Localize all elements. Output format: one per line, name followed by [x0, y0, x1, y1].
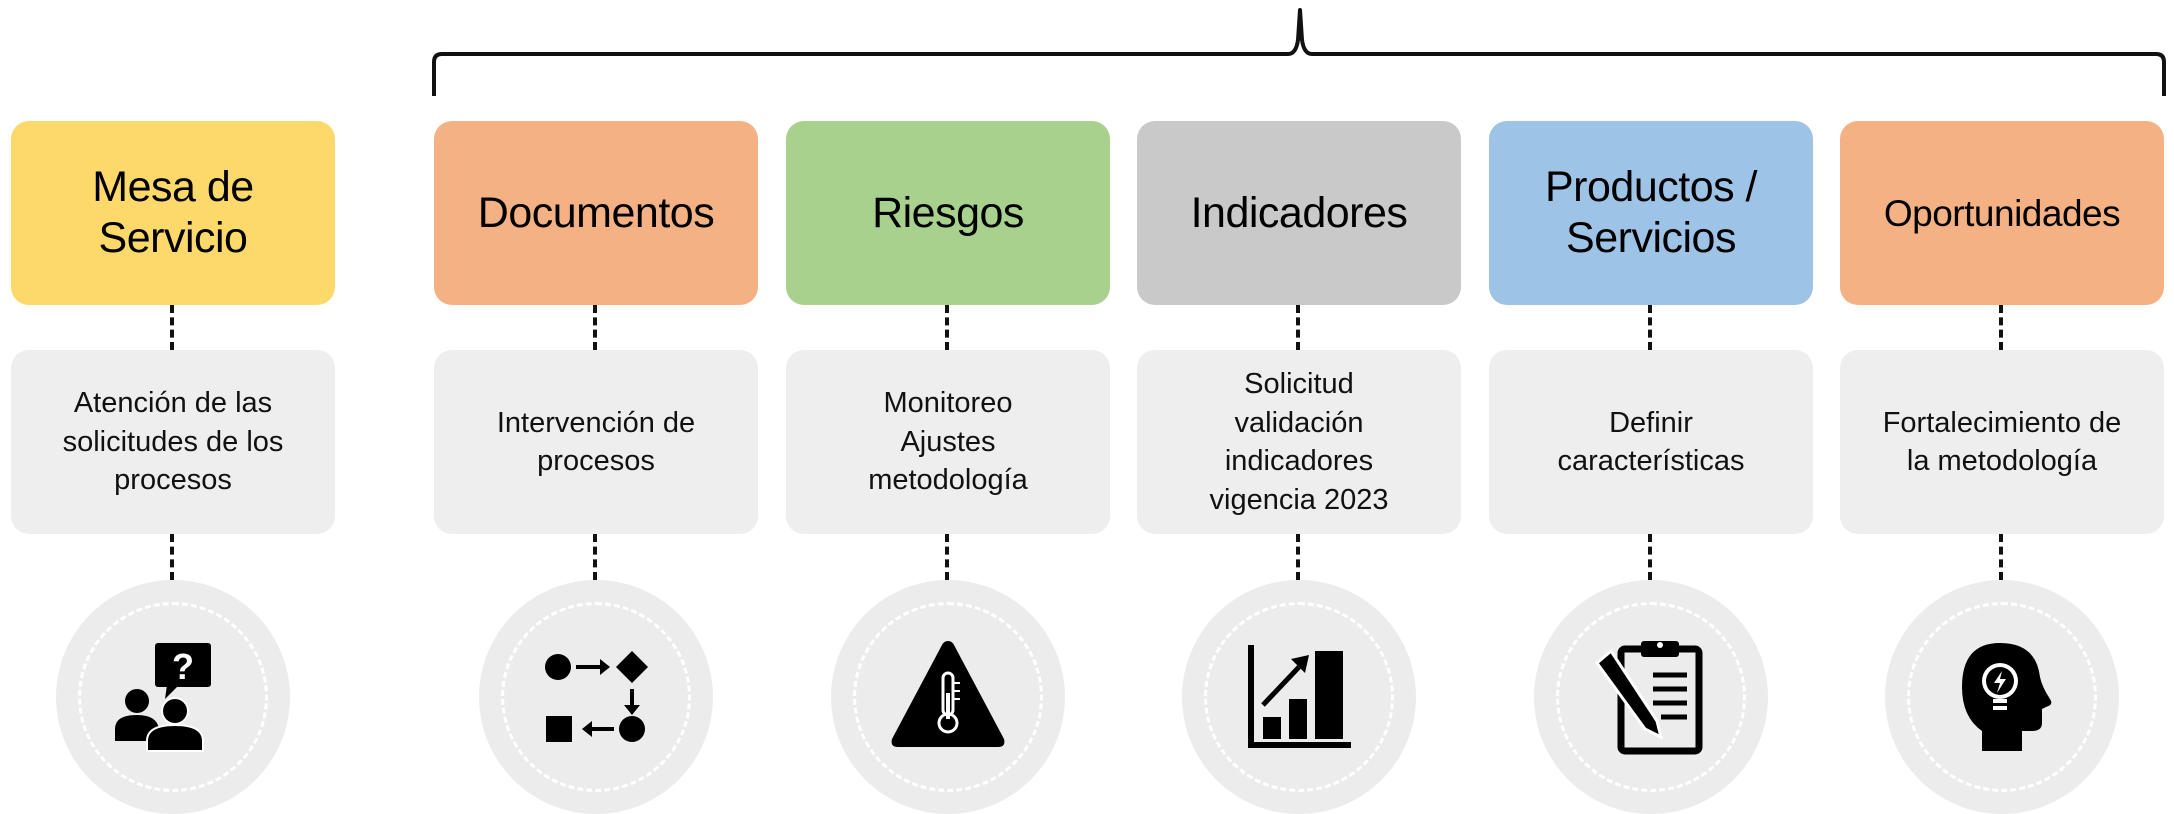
- description-riesgos: Monitoreo Ajustes metodología: [786, 350, 1110, 534]
- connector-line: [1999, 534, 2003, 580]
- connector-line: [593, 305, 597, 350]
- icon-circle: [1885, 580, 2119, 814]
- header-riesgos: Riesgos: [786, 121, 1110, 305]
- icon-circle: [479, 580, 713, 814]
- description-documentos: Intervención de procesos: [434, 350, 758, 534]
- connector-line: [1296, 305, 1300, 350]
- header-indicadores: Indicadores: [1137, 121, 1461, 305]
- help-desk-icon: ?: [115, 643, 211, 752]
- description-indicadores: Solicitud validación indicadores vigenci…: [1137, 350, 1461, 534]
- description-mesa-de-servicio: Atención de las solicitudes de los proce…: [11, 350, 335, 534]
- header-documentos: Documentos: [434, 121, 758, 305]
- bar-chart-icon: [1248, 645, 1351, 748]
- icon-circle: [831, 580, 1065, 814]
- description-oportunidades: Fortalecimiento de la metodología: [1840, 350, 2164, 534]
- connector-line: [1999, 305, 2003, 350]
- clipboard-pencil-icon: [1594, 641, 1703, 755]
- connector-line: [593, 534, 597, 580]
- grouping-brace: [432, 8, 2166, 96]
- column-oportunidades: Oportunidades Fortalecimiento de la meto…: [1840, 0, 2164, 814]
- head-lightbulb-icon: [1962, 643, 2052, 751]
- column-riesgos: Riesgos Monitoreo Ajustes metodología: [786, 0, 1110, 814]
- svg-text:?: ?: [172, 646, 194, 687]
- column-documentos: Documentos Intervención de procesos: [434, 0, 758, 814]
- warning-thermometer-icon: [891, 641, 1005, 747]
- column-indicadores: Indicadores Solicitud validación indicad…: [1137, 0, 1461, 814]
- header-mesa-de-servicio: Mesa de Servicio: [11, 121, 335, 305]
- description-productos-servicios: Definir características: [1489, 350, 1813, 534]
- connector-line: [1648, 305, 1652, 350]
- connector-line: [945, 534, 949, 580]
- header-oportunidades: Oportunidades: [1840, 121, 2164, 305]
- header-productos-servicios: Productos / Servicios: [1489, 121, 1813, 305]
- connector-line: [1296, 534, 1300, 580]
- icon-circle: ?: [56, 580, 290, 814]
- icon-circle: [1534, 580, 1768, 814]
- connector-line: [170, 534, 174, 580]
- connector-line: [1648, 534, 1652, 580]
- column-mesa-de-servicio: Mesa de Servicio Atención de las solicit…: [11, 0, 335, 814]
- connector-line: [170, 305, 174, 350]
- process-flow-icon: [545, 651, 648, 742]
- icon-circle: [1182, 580, 1416, 814]
- connector-line: [945, 305, 949, 350]
- column-productos-servicios: Productos / Servicios Definir caracterís…: [1489, 0, 1813, 814]
